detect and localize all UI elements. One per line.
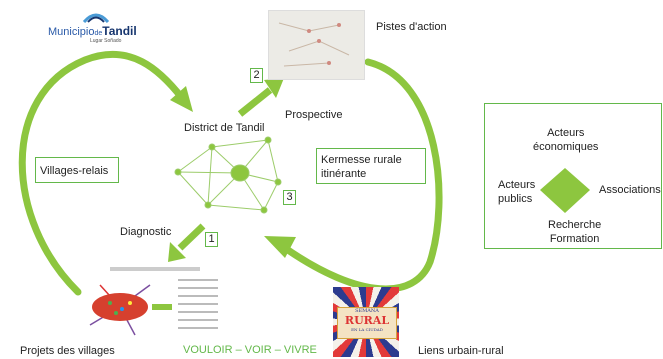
actors-bottom: Recherche Formation (548, 218, 601, 246)
step-2-box: 2 (250, 68, 263, 83)
logo-prefix: Municipio (48, 26, 95, 38)
diagnostic-label: Diagnostic (120, 226, 172, 238)
arrow-1-head (168, 242, 186, 262)
poster-line2: RURAL (344, 314, 390, 327)
right-arc-arrow (281, 58, 443, 293)
actors-box (484, 103, 662, 249)
poster-line1: SEMANA (355, 308, 379, 314)
arrow-1 (177, 223, 206, 251)
liens-label: Liens urbain-rural (418, 345, 504, 357)
actors-diamond (540, 168, 590, 213)
pistes-photo (268, 10, 365, 80)
district-label: District de Tandil (184, 122, 265, 134)
projets-diagram (80, 265, 230, 337)
kermesse-box: Kermesse rurale itinérante (316, 148, 426, 184)
actors-top-line2: économiques (533, 141, 599, 153)
actors-left-line2: publics (498, 193, 533, 205)
villages-relais-text: Villages-relais (40, 165, 109, 177)
left-arc-arrowhead (170, 86, 193, 112)
network-graph (174, 136, 282, 214)
projets-label: Projets des villages (20, 345, 115, 357)
actors-bottom-line1: Recherche (548, 219, 602, 231)
step-1-box: 1 (205, 232, 218, 247)
logo-main: Tandil (102, 24, 137, 38)
poster-line3: EN LA CIUDAD (351, 327, 383, 332)
semana-rural-poster: SEMANA RURAL EN LA CIUDAD (333, 287, 399, 357)
villages-relais-box: Villages-relais (35, 157, 119, 183)
actors-right: Associations (599, 184, 661, 196)
kermesse-line1: Kermesse rurale (321, 154, 402, 166)
vouloir-label: VOULOIR – VOIR – VIVRE (183, 344, 317, 356)
actors-left: Acteurs publics (498, 178, 535, 206)
kermesse-line2: itinérante (321, 168, 367, 180)
right-arc-arrowhead (264, 236, 296, 258)
pistes-label: Pistes d'action (376, 21, 447, 33)
step-3-box: 3 (283, 190, 296, 205)
arrow-2 (237, 87, 273, 117)
paper-sketch-icon (278, 22, 350, 67)
logo-subtitle: Lugar Soñado (90, 38, 122, 44)
prospective-label: Prospective (285, 109, 343, 121)
municipio-logo: MunicipiodeTandil Lugar Soñado (48, 10, 144, 46)
arrow-2-head (264, 78, 284, 98)
logo-mid: de (94, 30, 103, 37)
actors-top: Acteurs économiques (533, 126, 598, 154)
actors-top-line1: Acteurs (547, 127, 585, 139)
left-arc-arrow (18, 50, 186, 296)
actors-left-line1: Acteurs (498, 179, 536, 191)
actors-bottom-line2: Formation (549, 233, 600, 245)
village-projects-diagram (89, 267, 218, 336)
logo-arch-icon (82, 13, 110, 24)
